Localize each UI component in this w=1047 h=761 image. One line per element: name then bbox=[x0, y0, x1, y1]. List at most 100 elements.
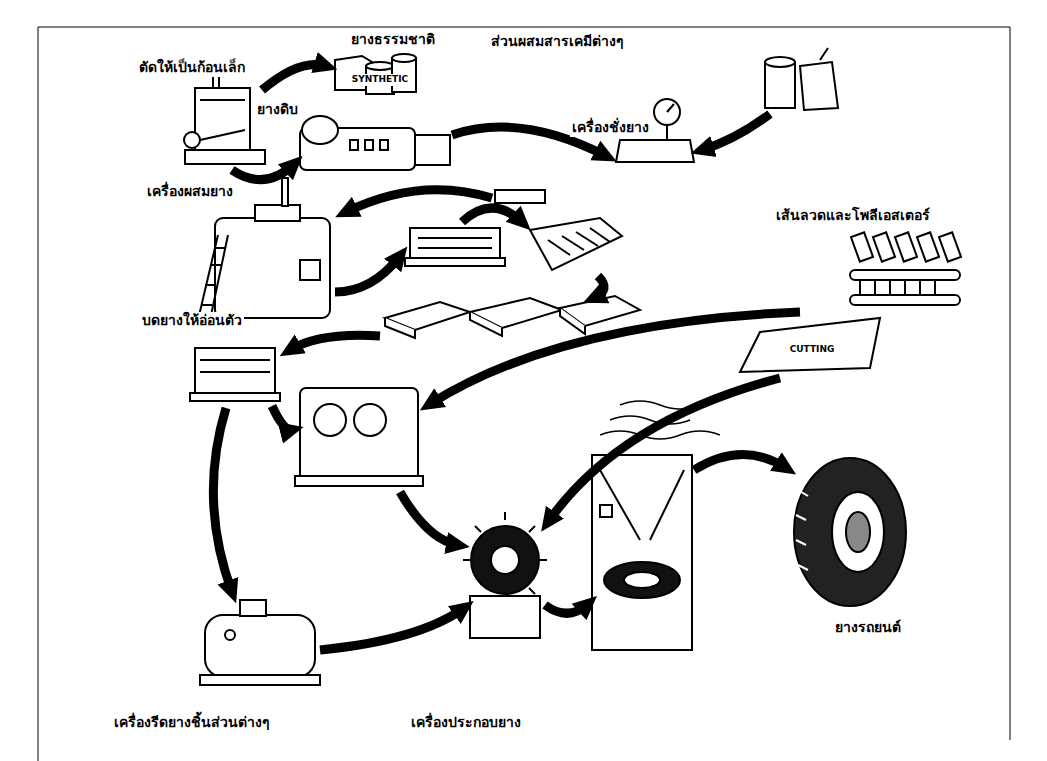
extruder-machine bbox=[200, 600, 320, 685]
flow-arrow-part bbox=[335, 256, 400, 292]
process-label: ยางดิบ bbox=[255, 101, 300, 119]
flow-arrow-part bbox=[232, 164, 294, 180]
sheeting-mill-part bbox=[410, 228, 500, 262]
process-label: SYNTHETIC bbox=[351, 74, 409, 85]
banbury-mixer-part bbox=[300, 260, 320, 280]
tire-building-machine bbox=[463, 512, 547, 638]
wire-polyester-creel-part bbox=[860, 280, 935, 295]
flow-arrow-part bbox=[545, 604, 588, 613]
masticator-machine-part bbox=[302, 116, 338, 144]
rubber-scale-part bbox=[616, 140, 694, 162]
calender-machine bbox=[295, 388, 423, 486]
sheeting-mill-part bbox=[418, 237, 492, 239]
calender-machine-part bbox=[314, 404, 346, 436]
cutter-machine-part bbox=[195, 88, 250, 154]
wire-polyester-creel-part bbox=[873, 232, 895, 261]
curing-press-part bbox=[592, 455, 692, 650]
slab-pallets-part bbox=[470, 312, 502, 336]
car-tire-part bbox=[794, 458, 906, 606]
banbury-mixer-part bbox=[215, 218, 330, 318]
slab-stack bbox=[530, 218, 622, 270]
warmup-mill-part bbox=[190, 393, 280, 401]
calender-machine-part bbox=[295, 476, 423, 486]
warmup-mill-part bbox=[200, 359, 270, 361]
slab-stack-part bbox=[530, 218, 622, 270]
flow-arrow-part bbox=[272, 406, 292, 430]
chemical-containers-part bbox=[820, 48, 828, 60]
slab-pallets-part bbox=[385, 318, 415, 338]
banbury-mixer-part bbox=[255, 205, 300, 221]
cutter-machine-part bbox=[200, 130, 245, 140]
wire-polyester-creel-part bbox=[895, 232, 917, 261]
wire-polyester-creel-part bbox=[851, 232, 873, 261]
warmup-mill-part bbox=[200, 371, 270, 373]
slab-stack-part bbox=[548, 240, 570, 255]
process-label: เครื่องชั่งยาง bbox=[570, 119, 651, 137]
chemical-containers-part bbox=[765, 62, 795, 108]
slab-stack-part bbox=[590, 228, 610, 242]
flow-arrow-part bbox=[702, 114, 770, 150]
tire-building-machine-part bbox=[463, 512, 547, 594]
chemical-containers bbox=[765, 48, 838, 110]
cutter-machine-part bbox=[200, 99, 245, 101]
banbury-mixer-part bbox=[201, 304, 212, 306]
flow-arrow-part bbox=[694, 454, 786, 470]
flow-arrow-part bbox=[320, 608, 464, 650]
car-tire-part bbox=[846, 512, 870, 552]
masticator-machine-part bbox=[415, 135, 450, 165]
masticator-machine-part bbox=[380, 140, 388, 150]
banbury-mixer-part bbox=[210, 235, 228, 320]
rubber-scale-part bbox=[495, 190, 545, 203]
warmup-mill bbox=[190, 348, 280, 401]
cutter-machine-part bbox=[185, 150, 265, 164]
wire-polyester-creel bbox=[740, 232, 961, 372]
process-label: เครื่องผสมยาง bbox=[145, 183, 235, 201]
banbury-mixer-part bbox=[214, 247, 225, 249]
rubber-scale-part bbox=[666, 125, 668, 140]
car-tire bbox=[794, 458, 906, 606]
extruder-machine-part bbox=[205, 615, 315, 677]
flow-arrow-part bbox=[400, 492, 458, 545]
banbury-mixer-part bbox=[205, 284, 216, 286]
chemical-containers-part bbox=[765, 57, 795, 67]
steam-lines-part bbox=[600, 431, 720, 439]
calender-machine-part bbox=[354, 404, 386, 436]
sheeting-mill-part bbox=[418, 247, 492, 249]
process-label: ตัดให้เป็นก้อนเล็ก bbox=[137, 59, 247, 77]
car-tire-part bbox=[832, 492, 884, 572]
calender-machine-part bbox=[300, 388, 418, 480]
masticator-machine-part bbox=[365, 140, 373, 150]
process-label: เครื่องประกอบยาง bbox=[409, 714, 523, 732]
tire-building-machine-part bbox=[471, 526, 539, 594]
flow-arrow bbox=[213, 64, 800, 650]
process-label: บดยางให้อ่อนตัว bbox=[140, 312, 244, 330]
flow-arrow-part bbox=[594, 276, 604, 298]
tire-building-machine-part bbox=[491, 546, 519, 574]
rubber-scale-part bbox=[667, 104, 674, 112]
wire-polyester-creel-part bbox=[917, 232, 939, 261]
flow-arrow-part bbox=[346, 190, 492, 212]
flow-arrow-part bbox=[290, 335, 380, 350]
curing-press-part bbox=[600, 470, 640, 540]
chemical-containers-part bbox=[800, 62, 838, 110]
curing-press-part bbox=[650, 470, 684, 540]
process-label: ส่วนผสมสารเคมีต่างๆ bbox=[489, 33, 626, 51]
flow-arrow-part bbox=[213, 408, 232, 592]
wire-polyester-creel-part bbox=[850, 295, 960, 305]
wire-polyester-creel-part bbox=[740, 318, 880, 372]
cutter-machine bbox=[184, 75, 265, 164]
rubber-scale-part bbox=[654, 99, 680, 125]
flow-arrow-part bbox=[262, 64, 326, 90]
process-label: ยางรถยนต์ bbox=[833, 619, 903, 637]
page-frame bbox=[38, 27, 1010, 761]
slab-stack-part bbox=[562, 236, 584, 250]
curing-press-part bbox=[624, 572, 660, 588]
page-frame-part bbox=[38, 27, 1010, 761]
flow-arrow-part bbox=[462, 208, 522, 222]
tire-building-machine-part bbox=[470, 596, 540, 638]
sheeting-mill bbox=[405, 228, 505, 266]
extruder-machine-part bbox=[200, 675, 320, 685]
wire-polyester-creel-part bbox=[850, 270, 960, 280]
slab-stack-part bbox=[576, 232, 598, 246]
